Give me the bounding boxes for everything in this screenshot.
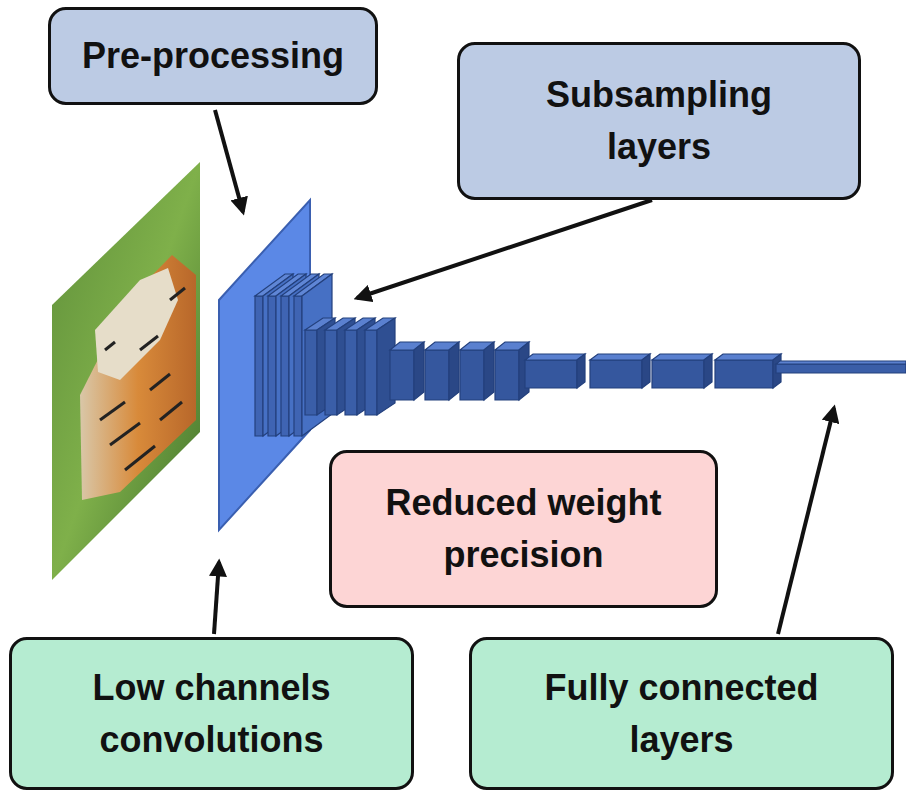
process-box: Subsampling layers — [457, 42, 861, 200]
box-label: Low channels convolutions — [52, 662, 371, 766]
conv-layers — [255, 274, 906, 436]
process-box: Low channels convolutions — [9, 637, 414, 790]
process-box: Fully connected layers — [469, 637, 894, 790]
input-image — [52, 162, 200, 580]
input-plane — [219, 200, 310, 530]
box-label: Fully connected layers — [522, 662, 841, 766]
box-label: Subsampling layers — [510, 69, 808, 173]
box-label: Pre-processing — [82, 30, 344, 82]
process-box: Reduced weight precision — [329, 450, 718, 608]
process-box: Pre-processing — [48, 7, 378, 105]
box-label: Reduced weight precision — [372, 477, 675, 581]
